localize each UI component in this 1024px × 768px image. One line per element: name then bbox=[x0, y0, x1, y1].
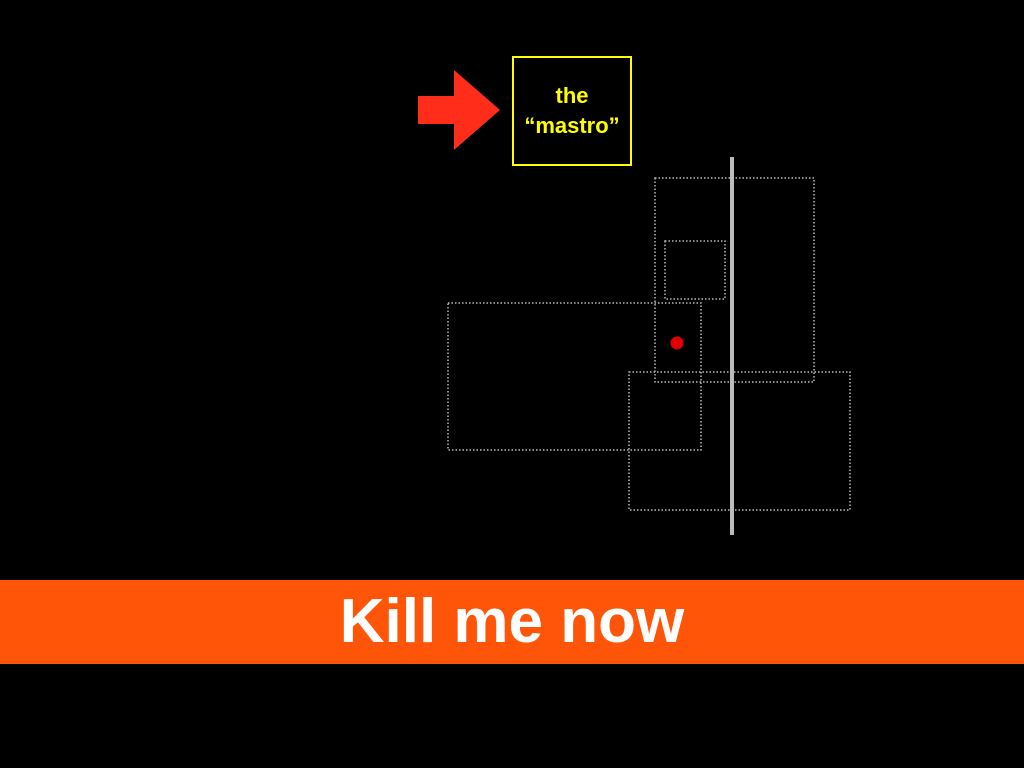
dotted-region-left bbox=[447, 302, 702, 451]
bottom-banner: Kill me now bbox=[0, 580, 1024, 664]
mastro-label-line-1: the bbox=[555, 83, 589, 108]
red-dot bbox=[670, 336, 684, 350]
dotted-region-top bbox=[654, 177, 815, 383]
mastro-label-box: the “mastro” bbox=[512, 56, 632, 166]
dotted-region-bottom bbox=[628, 371, 851, 511]
right-arrow-icon bbox=[418, 70, 500, 150]
banner-text: Kill me now bbox=[339, 587, 685, 656]
mastro-label-line-2: “mastro” bbox=[524, 113, 620, 138]
layout-diagram bbox=[447, 157, 851, 535]
dotted-region-small bbox=[664, 240, 726, 300]
